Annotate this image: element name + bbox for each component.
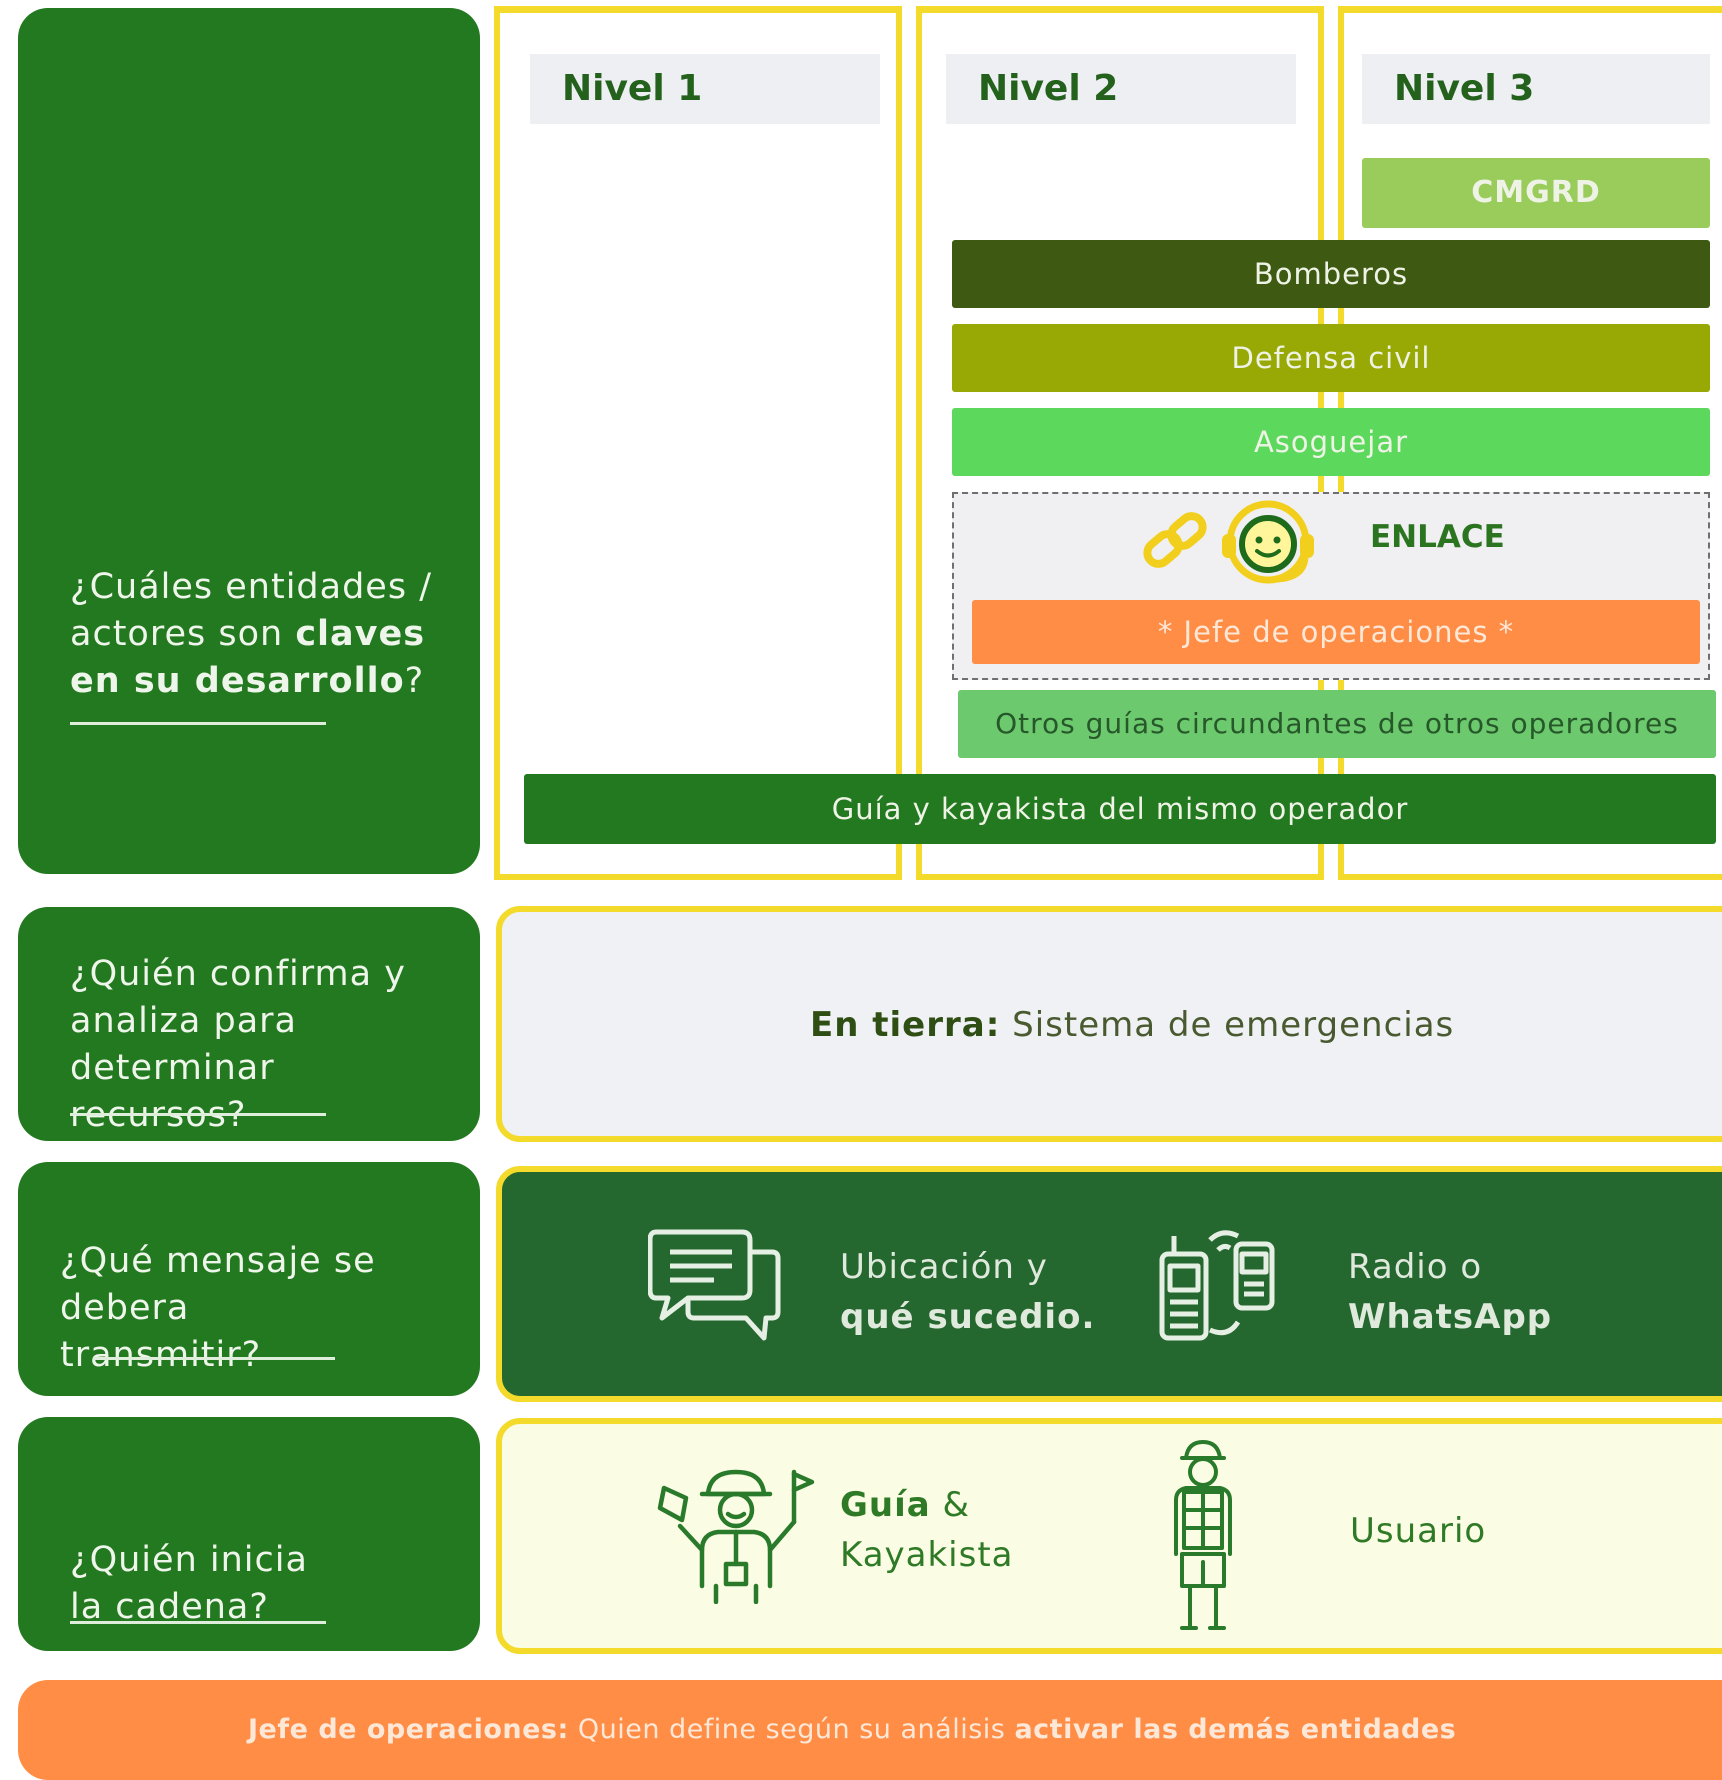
initiator-guide-line2: Kayakista bbox=[840, 1535, 1014, 1575]
headset-operator-icon bbox=[1214, 496, 1322, 586]
analysis-box bbox=[496, 906, 1722, 1142]
message-what: Ubicación y qué sucedio. bbox=[840, 1242, 1095, 1342]
question-initiator: ¿Quién inicia la cadena? bbox=[70, 1540, 308, 1627]
guide-kayakist-icon bbox=[656, 1464, 816, 1604]
footer-bold-1: Jefe de operaciones: bbox=[248, 1714, 569, 1745]
bomberos-bar: Bomberos bbox=[952, 240, 1710, 308]
question-confirm: ¿Quién confirma y analiza para determina… bbox=[70, 954, 406, 1135]
footer-middle: Quien define según su análisis bbox=[568, 1714, 1015, 1745]
user-person-icon bbox=[1160, 1438, 1246, 1634]
defensa-civil-bar: Defensa civil bbox=[952, 324, 1710, 392]
initiator-guide: Guía & Kayakista bbox=[840, 1480, 1014, 1580]
footer-bold-2: activar las demás entidades bbox=[1014, 1714, 1457, 1745]
otros-guias-bar: Otros guías circundantes de otros operad… bbox=[958, 690, 1716, 758]
level-1-header: Nivel 1 bbox=[530, 54, 880, 124]
question-box-initiator: ¿Quién inicia la cadena? bbox=[18, 1417, 480, 1651]
question-box-confirm: ¿Quién confirma y analiza para determina… bbox=[18, 907, 480, 1141]
level-2-header: Nivel 2 bbox=[946, 54, 1296, 124]
message-how-line2: WhatsApp bbox=[1348, 1297, 1553, 1337]
initiator-guide-amp: & bbox=[930, 1485, 971, 1525]
walkie-talkie-phone-icon bbox=[1158, 1226, 1280, 1344]
analysis-bold: En tierra: bbox=[810, 1005, 1001, 1045]
footer-banner bbox=[18, 1680, 1722, 1780]
initiator-box bbox=[496, 1418, 1722, 1654]
question-underline bbox=[70, 722, 326, 725]
question-box-message: ¿Qué mensaje se debera transmitir? bbox=[18, 1162, 480, 1396]
question-underline bbox=[70, 1621, 326, 1624]
analysis-value: Sistema de emergencias bbox=[1000, 1005, 1455, 1045]
footer-text: Jefe de operaciones: Quien define según … bbox=[248, 1714, 1456, 1745]
level-3-header: Nivel 3 bbox=[1362, 54, 1710, 124]
question-message: ¿Qué mensaje se debera transmitir? bbox=[60, 1241, 376, 1375]
asoguejar-bar: Asoguejar bbox=[952, 408, 1710, 476]
question-underline bbox=[70, 1113, 326, 1116]
question-box-key-actors: ¿Cuáles entidades / actores son claves e… bbox=[18, 8, 480, 874]
guia-kayakista-bar: Guía y kayakista del mismo operador bbox=[524, 774, 1716, 844]
message-how-line1: Radio o bbox=[1348, 1247, 1483, 1287]
chat-bubbles-icon bbox=[648, 1226, 784, 1344]
question-key-actors-bold: claves en su desarrollo bbox=[70, 614, 426, 701]
analysis-text: En tierra: Sistema de emergencias bbox=[810, 1003, 1454, 1047]
cmgrd-bar: CMGRD bbox=[1362, 158, 1710, 228]
jefe-operaciones-tag: * Jefe de operaciones * bbox=[972, 600, 1700, 664]
initiator-user: Usuario bbox=[1350, 1511, 1487, 1551]
chain-link-icon bbox=[1140, 508, 1212, 574]
question-key-actors: ¿Cuáles entidades / actores son claves e… bbox=[70, 564, 460, 705]
initiator-guide-bold: Guía bbox=[840, 1485, 931, 1525]
question-key-actors-end: ? bbox=[404, 661, 425, 701]
question-key-actors-text: ¿Cuáles entidades / actores son bbox=[70, 567, 432, 654]
question-underline bbox=[93, 1357, 335, 1360]
message-what-line1: Ubicación y bbox=[840, 1247, 1048, 1287]
enlace-label: ENLACE bbox=[1370, 519, 1505, 555]
message-what-line2: qué sucedio. bbox=[840, 1297, 1096, 1337]
message-how: Radio o WhatsApp bbox=[1348, 1242, 1552, 1342]
level-1-column bbox=[494, 6, 902, 880]
